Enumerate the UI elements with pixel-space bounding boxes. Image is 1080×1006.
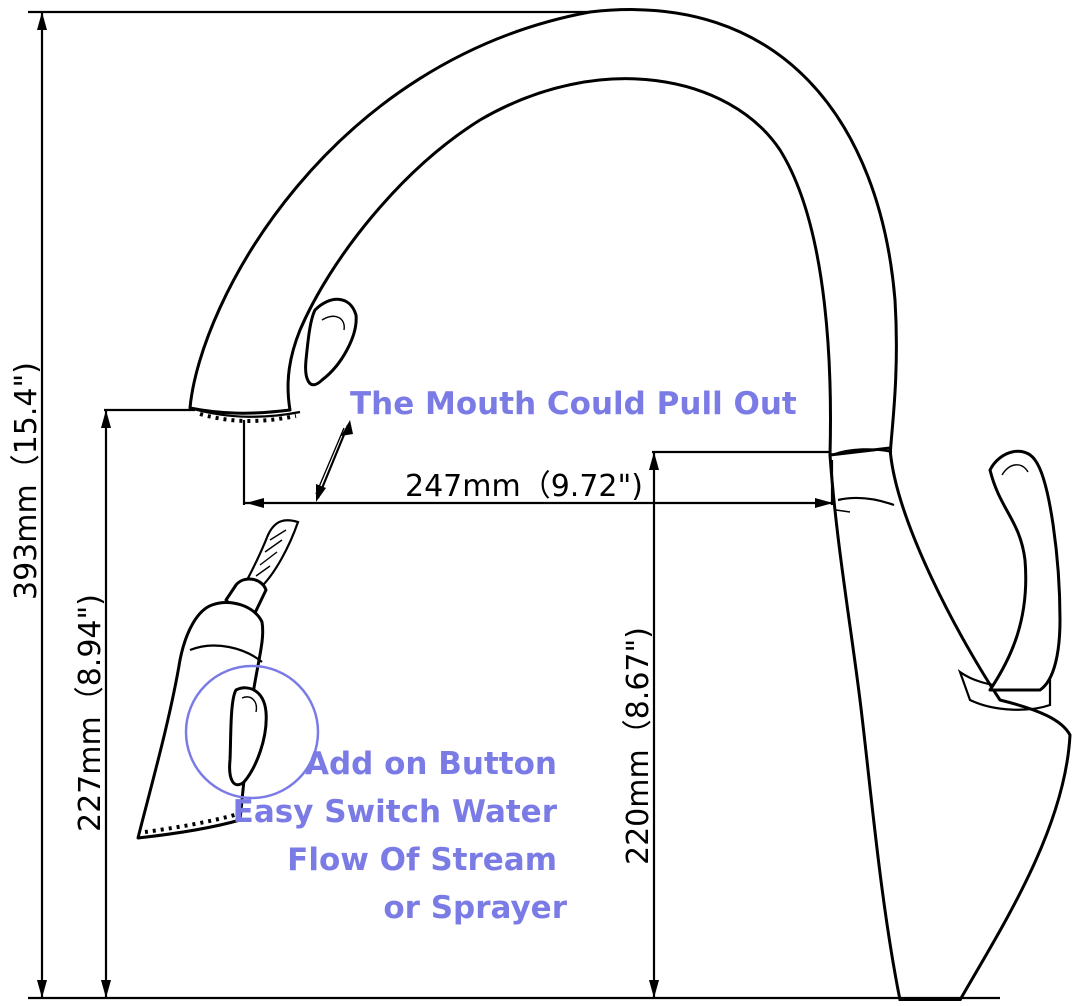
button-note-line-2: Easy Switch Water: [233, 794, 558, 830]
button-note-line-1: Add on Button: [305, 746, 557, 782]
faucet-handle: [988, 449, 1062, 692]
gooseneck-spout: [188, 8, 898, 462]
sprayer-face: [144, 812, 239, 834]
pullout-sprayer: [136, 519, 320, 840]
base-notch: [957, 669, 1052, 711]
spout-button: [304, 297, 358, 387]
button-note-line-3: Flow Of Stream: [287, 842, 557, 878]
faucet-body: [828, 446, 1072, 1002]
faucet-drawing: [188, 8, 1072, 1002]
spout-mouth: [189, 406, 301, 418]
pull-out-note: The Mouth Could Pull Out: [350, 386, 797, 422]
dimension-lines: [28, 10, 1000, 1000]
sprayer-hose: [244, 519, 300, 592]
spout-height-label: 227mm（8.94"): [73, 594, 108, 832]
spout-reach-label: 247mm（9.72"): [405, 469, 643, 504]
total-height-label: 393mm（15.4"): [9, 362, 44, 600]
base-height-label: 220mm（8.67"): [621, 627, 656, 865]
sprayer-button: [228, 686, 268, 787]
button-highlight-circle: [184, 664, 320, 800]
button-note-line-4: or Sprayer: [383, 890, 567, 926]
spout-mouth-dots: [199, 412, 297, 423]
